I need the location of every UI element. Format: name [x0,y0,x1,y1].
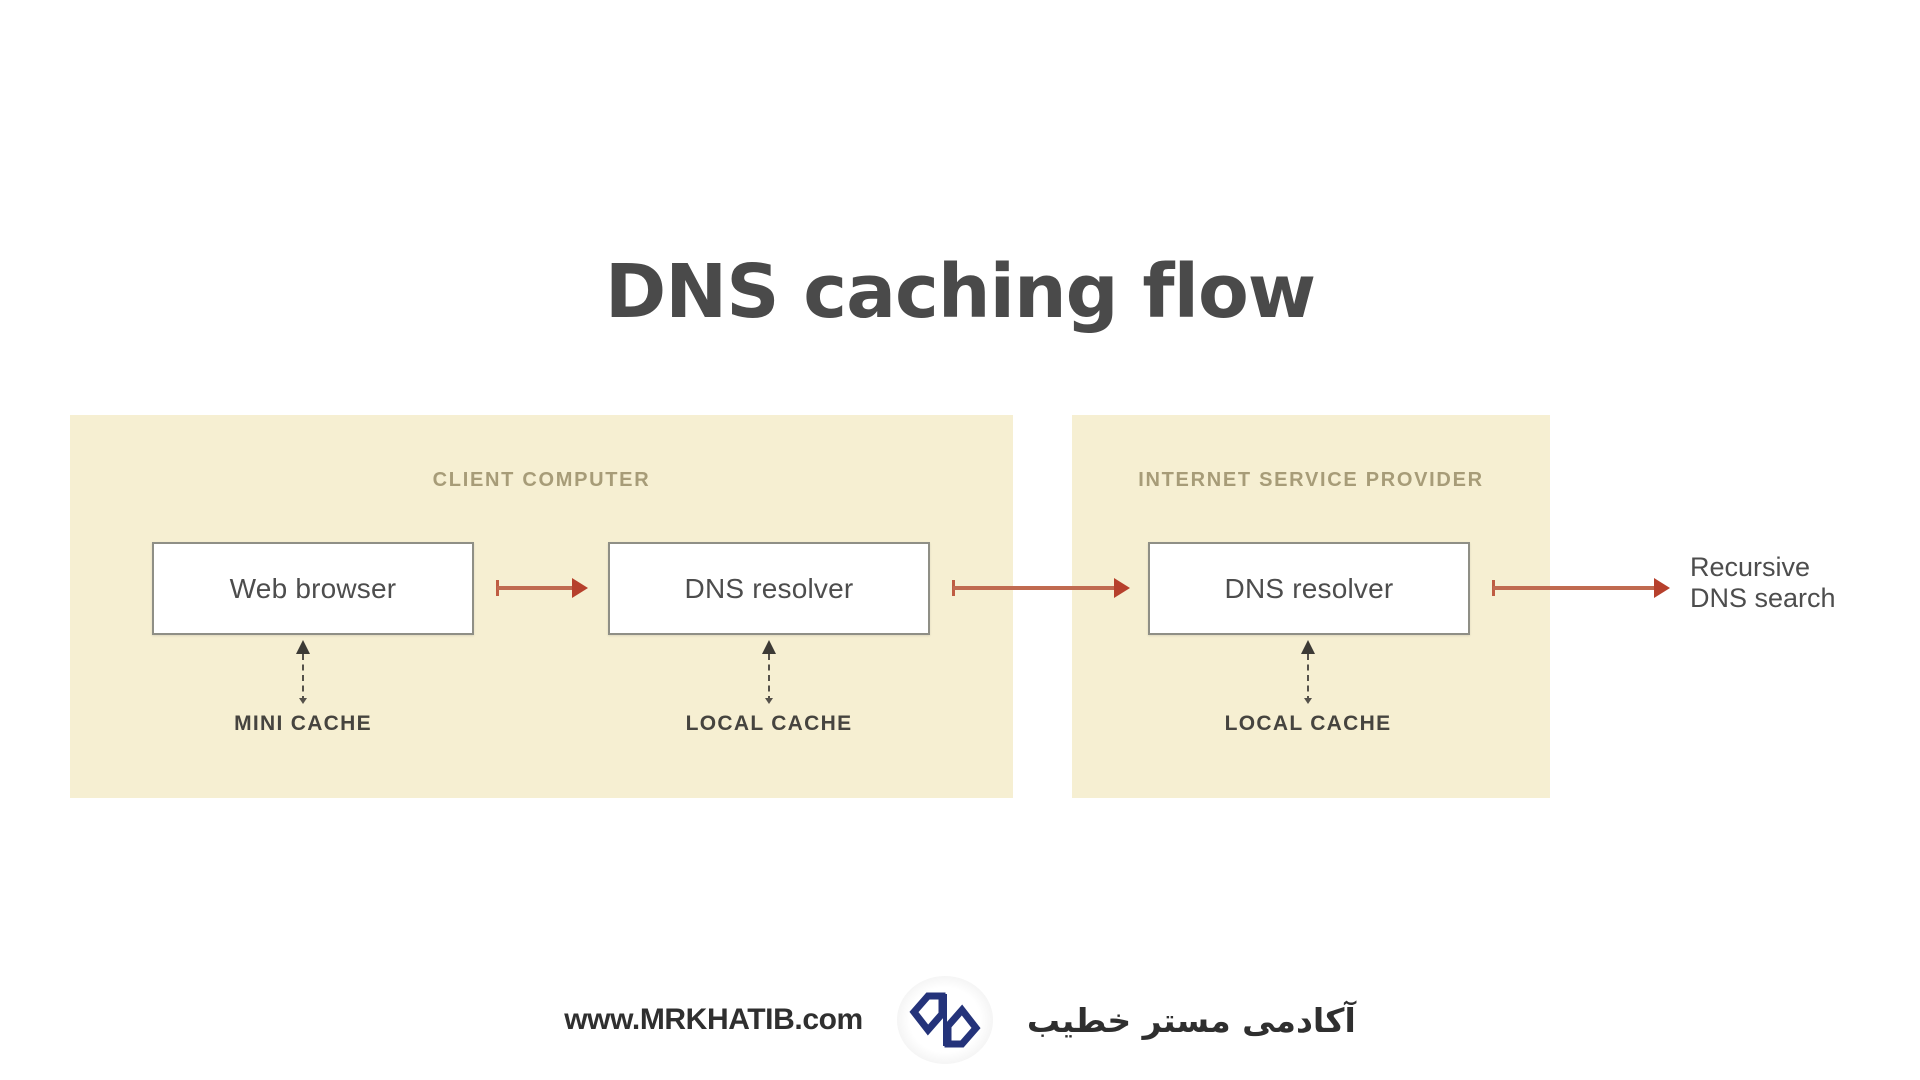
dashed-arrow-up-icon [760,640,778,704]
panel-client-computer-title: CLIENT COMPUTER [432,469,651,491]
dashed-arrow-up-icon [294,640,312,704]
cache-annotation-mini: MINI CACHE [153,640,453,736]
panel-internet-service-provider-title: INTERNET SERVICE PROVIDER [1138,469,1484,491]
footer-website-url: www.MRKHATIB.com [564,1003,863,1036]
footer-watermark: www.MRKHATIB.com آکادمی مستر خطیب [0,975,1920,1065]
arrow-foot [765,698,773,704]
recursive-dns-search-line1: Recursive [1690,552,1811,582]
logo-svg [909,992,981,1048]
arrow-right-icon-isp-to-recursive-search [1492,577,1670,599]
node-dns-resolver-isp-label: DNS resolver [1224,572,1394,604]
arrow-shaft [497,586,575,590]
page-title: DNS caching flow [604,249,1316,335]
node-web-browser-label: Web browser [229,572,397,604]
node-dns-resolver-isp: DNS resolver [1148,542,1470,635]
cache-annotation-local-isp: LOCAL CACHE [1158,640,1458,736]
arrow-right-icon-resolver-to-isp [952,577,1130,599]
node-web-browser: Web browser [152,542,474,635]
node-dns-resolver-client: DNS resolver [608,542,930,635]
footer-brand-persian: آکادمی مستر خطیب [1026,1000,1356,1040]
arrow-right-icon-browser-to-resolver [496,577,588,599]
node-dns-resolver-client-label: DNS resolver [684,572,854,604]
arrow-head [1654,578,1670,598]
dashed-line [768,654,770,702]
arrow-head-up [762,640,776,654]
arrow-shaft [953,586,1117,590]
arrow-head [572,578,588,598]
arrow-shaft [1493,586,1657,590]
cache-label-local-isp: LOCAL CACHE [1224,712,1392,735]
arrow-foot [299,698,307,704]
mrkhatib-logo-icon [896,976,993,1064]
cache-label-mini: MINI CACHE [234,712,372,735]
arrow-head-up [296,640,310,654]
cache-annotation-local-client: LOCAL CACHE [619,640,919,736]
arrow-foot [1304,698,1312,704]
dashed-line [1307,654,1309,702]
dashed-line [302,654,304,702]
arrow-head-up [1301,640,1315,654]
cache-label-local-client: LOCAL CACHE [685,712,853,735]
recursive-dns-search-line2: DNS search [1690,583,1836,614]
recursive-dns-search-label: Recursive DNS search [1690,552,1920,614]
arrow-head [1114,578,1130,598]
dashed-arrow-up-icon [1299,640,1317,704]
